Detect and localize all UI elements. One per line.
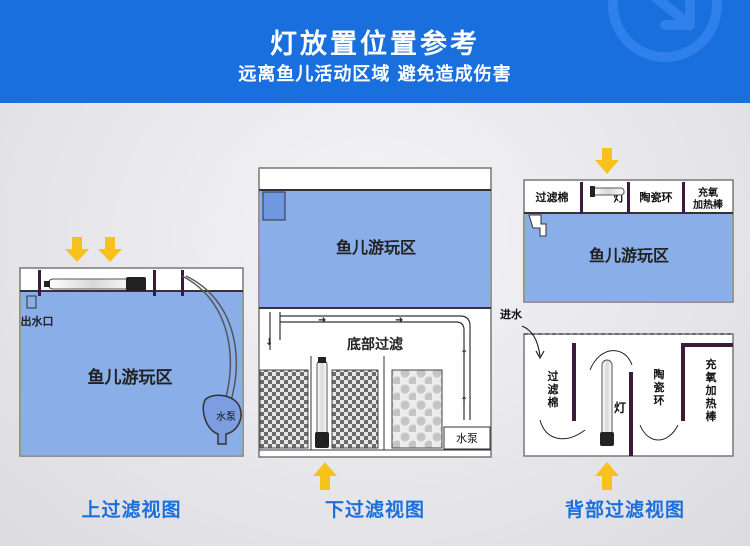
header-decoration [608,0,722,62]
sponge-block [259,369,309,449]
fish-zone-label: 鱼儿游玩区 [88,367,173,388]
lamp-label: 灯 [614,400,626,415]
outlet-label: 出水口 [21,314,54,328]
chamber-wall [681,343,685,421]
tray-divider [682,182,685,213]
pump-icon [202,394,242,445]
flow-arrow-icon: ➜ [395,315,403,326]
outlet-icon [528,214,547,237]
flow-arrow-icon: ↑ [460,349,468,360]
light-arrow-icon [98,237,122,262]
flow-arrow-icon: ➜ [318,315,326,326]
top-filter-view: 出水口 水泵 鱼儿游玩区 [19,237,244,457]
chamber-wall [629,372,633,456]
uv-lamp-icon [315,357,329,448]
uv-lamp-icon [590,186,625,197]
tray-divider [38,270,41,296]
pump-tube [185,275,238,411]
inlet-arrow-head [535,350,545,360]
flow-arrow-icon: ↑ [460,396,468,407]
return-pipe [280,315,471,420]
chamber-wall [681,343,733,347]
light-arrow-icon [313,462,337,490]
ceramic-ring-label: 陶瓷环 [654,367,665,407]
flow-arrow-icon: ↓ [265,337,273,348]
lamp-label: 灯 [614,190,625,204]
page-title: 灯放置位置参考 [270,29,480,60]
ceramic-ring-label: 陶瓷环 [640,190,673,204]
page-subtitle: 远离鱼儿活动区域 避免造成伤害 [238,64,512,85]
pump-label: 水泵 [216,411,236,423]
top-view-caption: 上过滤视图 [81,499,182,521]
uv-lamp-icon [600,359,614,446]
light-arrow-icon [65,237,89,262]
filter-cotton-label: 过滤棉 [548,369,559,409]
sponge-block [331,369,379,449]
overflow-pipe [269,312,281,350]
inlet-label: 进水 [500,307,523,321]
flow-curve [539,419,586,440]
flow-curve [639,424,679,441]
flow-curve [589,350,633,371]
tray-divider [580,182,583,213]
fish-zone-label: 鱼儿游玩区 [589,246,669,265]
oxygen-heater-label: 充氧加热棒 [692,186,724,211]
chamber-wall [572,343,576,421]
inlet-arrow-icon [521,325,541,357]
decor-arrow-icon [650,0,695,30]
bottom-view-caption: 下过滤视图 [324,499,425,521]
overflow-box [262,191,286,221]
return-pipe [280,321,465,420]
bottom-filter-view: ➜ ➜ ↓ ↑ ↑ 底部过滤 水泵 鱼儿游玩区 [258,167,492,490]
tray-divider [627,182,630,213]
tray-divider [181,270,184,296]
oxygen-heater-label: 充氧加热棒 [705,357,718,423]
water-zone [21,291,242,455]
light-arrow-icon [595,462,619,490]
light-arrow-icon [595,148,619,174]
pump-tube [181,275,232,411]
pump-label: 水泵 [456,432,478,445]
water-zone [525,213,732,301]
back-filter-view: 过滤棉 灯 陶瓷环 充氧加热棒 鱼儿游玩区 进水 过滤棉 灯 陶 [500,148,734,490]
fish-zone-label: 鱼儿游玩区 [336,238,416,257]
header-banner: 灯放置位置参考 远离鱼儿活动区域 避免造成伤害 [0,0,750,103]
bottom-filter-label: 底部过滤 [347,336,403,353]
pump-box [443,426,491,450]
back-chamber-outline [523,333,734,457]
water-zone [260,190,490,308]
uv-lamp-icon [44,277,146,291]
decor-circle [608,0,722,62]
back-view-caption: 背部过滤视图 [564,499,685,521]
outlet-icon [26,295,37,309]
filter-cotton-label: 过滤棉 [536,190,569,204]
tray-divider [153,270,156,296]
ceramic-block [391,369,443,449]
